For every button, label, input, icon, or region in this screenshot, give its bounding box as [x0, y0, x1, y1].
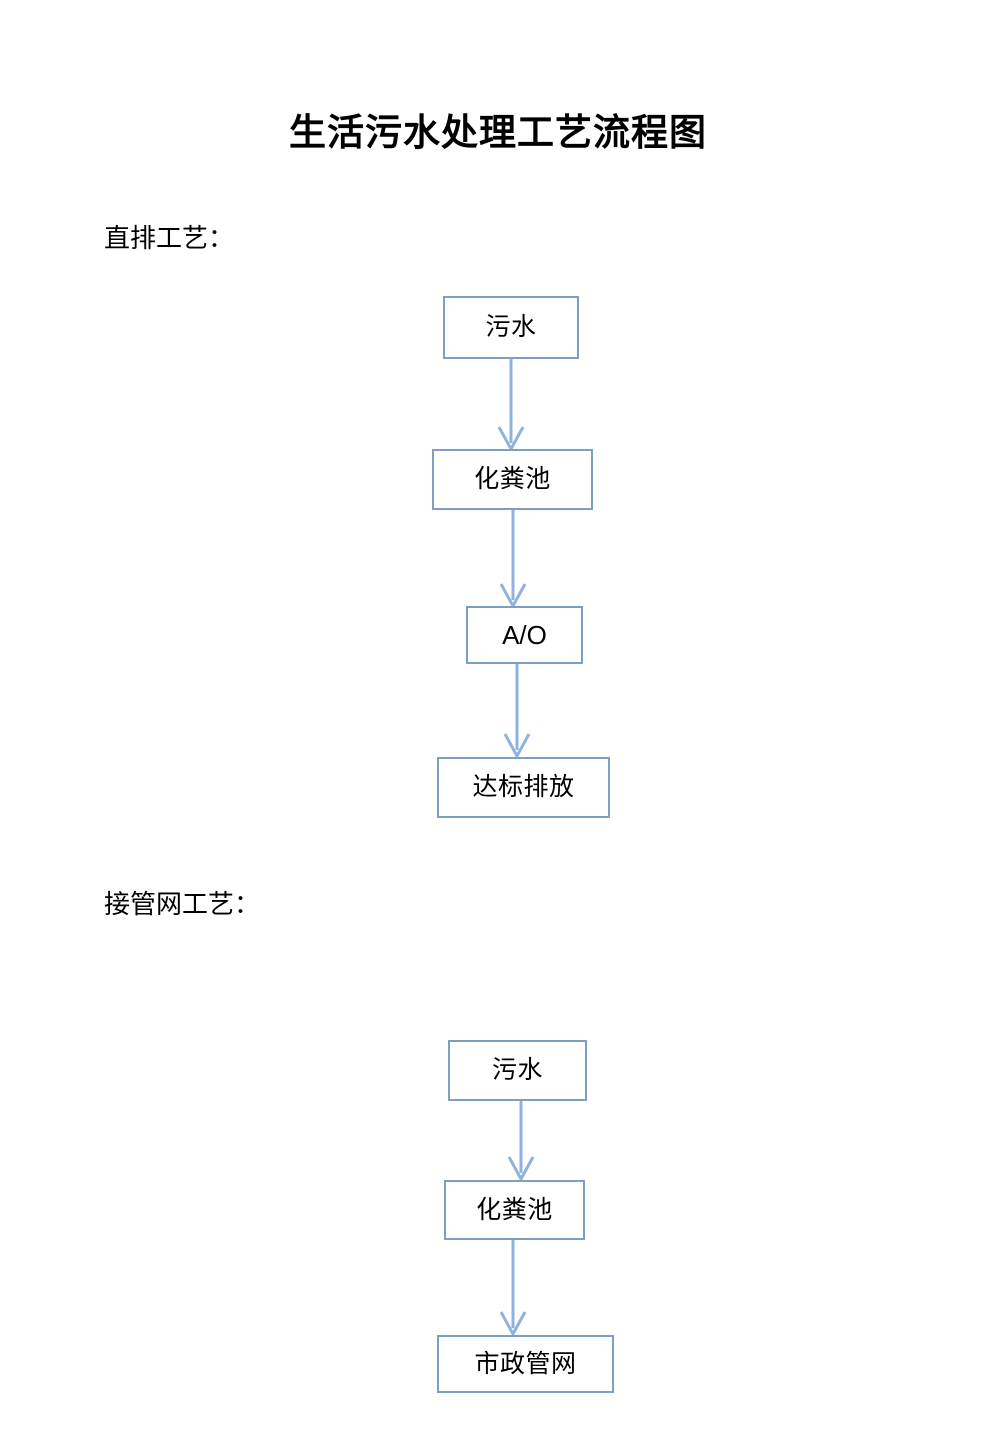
flow-node-ao-process: A/O: [466, 606, 583, 664]
flow-arrow-down-icon: [490, 359, 532, 453]
flow-arrow-down-icon: [500, 1101, 542, 1183]
section-label-pipe-network: 接管网工艺：: [104, 890, 261, 919]
flow-arrow-down-icon: [492, 510, 534, 610]
flow-node-label: 污水: [491, 1057, 543, 1084]
section-label-direct-discharge: 直排工艺：: [104, 224, 235, 253]
flow-node-standard-discharge: 达标排放: [437, 757, 610, 818]
arrow-down-glyph: [497, 359, 525, 453]
flow-node-label: 市政管网: [474, 1350, 577, 1378]
flow-node-sewage-2: 污水: [448, 1040, 587, 1101]
flow-node-septic-tank-1: 化粪池: [432, 449, 593, 510]
arrow-down-glyph: [499, 510, 527, 610]
page-title: 生活污水处理工艺流程图: [289, 112, 707, 153]
flow-node-label: 化粪池: [474, 466, 551, 493]
arrow-down-glyph: [499, 1240, 527, 1338]
flow-arrow-down-icon: [492, 1240, 534, 1338]
arrow-down-glyph: [507, 1101, 535, 1183]
flow-node-municipal-pipe-network: 市政管网: [437, 1335, 614, 1393]
flow-node-label: 污水: [485, 314, 537, 341]
flow-node-septic-tank-2: 化粪池: [444, 1180, 585, 1240]
arrow-down-glyph: [503, 664, 531, 760]
flow-node-sewage-1: 污水: [443, 296, 579, 359]
flow-node-label: A/O: [502, 620, 547, 650]
flow-node-label: 化粪池: [476, 1196, 553, 1224]
flow-node-label: 达标排放: [472, 774, 575, 801]
flow-arrow-down-icon: [496, 664, 538, 760]
